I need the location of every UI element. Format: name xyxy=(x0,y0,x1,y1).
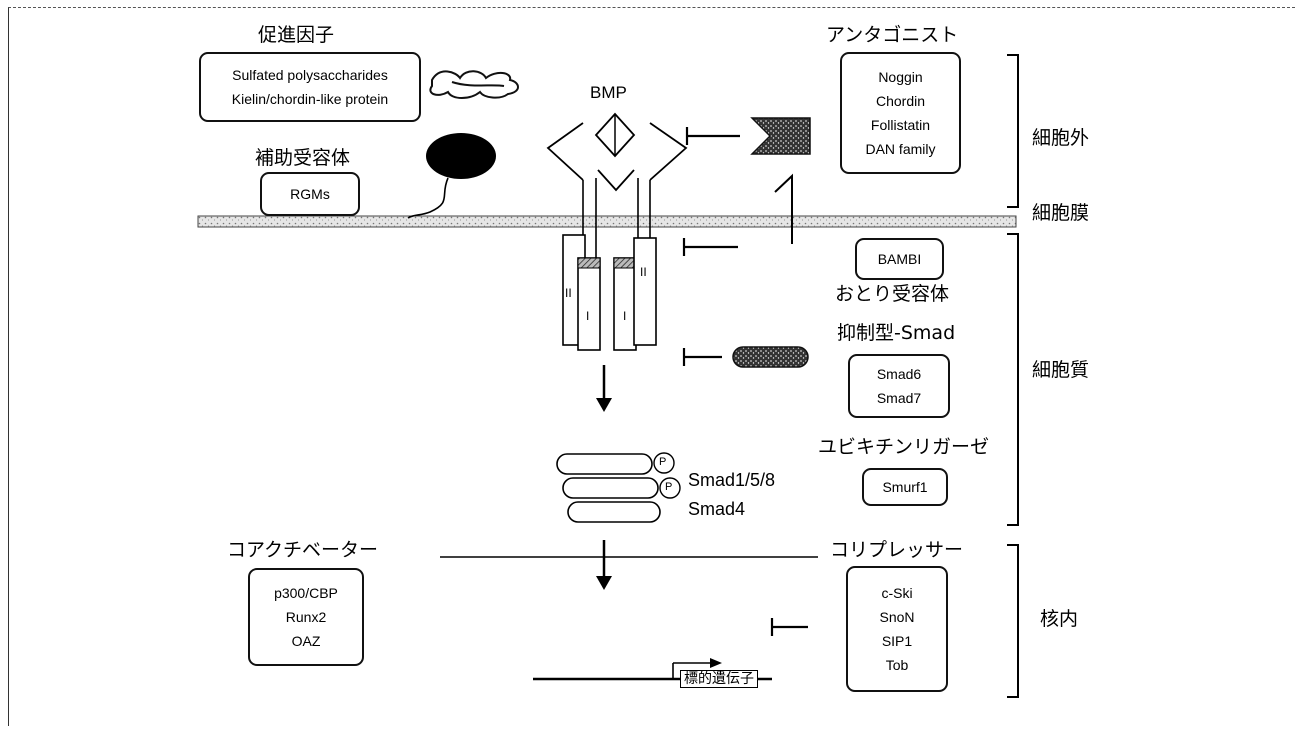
type2-receptor-label-left: II xyxy=(565,287,572,299)
ubiquitin-ligase-box: Smurf1 xyxy=(862,468,948,506)
corepressor-item-3: SIP1 xyxy=(882,629,912,653)
bracket-extracellular xyxy=(1007,55,1018,207)
inhibit-antagonist xyxy=(687,127,740,145)
rgm-coreceptor-icon xyxy=(426,133,496,179)
promoter-item-1: Sulfated polysaccharides xyxy=(232,63,388,87)
receptor-kinase-domains xyxy=(563,235,656,350)
antagonist-item-2: Chordin xyxy=(876,89,925,113)
coreceptor-title: 補助受容体 xyxy=(255,149,350,168)
coactivator-item-2: Runx2 xyxy=(286,605,326,629)
antagonist-item-4: DAN family xyxy=(865,137,935,161)
corepressors-box: c-Ski SnoN SIP1 Tob xyxy=(846,566,948,692)
promoter-item-2: Kielin/chordin-like protein xyxy=(232,87,388,111)
inhibitory-smad-item-2: Smad7 xyxy=(877,386,921,410)
inhibitory-smad-box: Smad6 Smad7 xyxy=(848,354,950,418)
antagonist-item-3: Follistatin xyxy=(871,113,930,137)
arrow-receptor-to-smad xyxy=(596,365,612,412)
arrow-smad-to-nucleus xyxy=(596,540,612,590)
compartment-cytoplasm: 細胞質 xyxy=(1032,355,1089,382)
bmp-ligand-icon xyxy=(596,114,634,156)
cell-membrane xyxy=(198,216,1016,227)
coactivator-item-1: p300/CBP xyxy=(274,581,338,605)
phosphate-label-1: P xyxy=(659,457,666,468)
decoy-item: BAMBI xyxy=(878,247,922,271)
antagonists-title: アンタゴニスト xyxy=(826,26,958,45)
coactivators-title: コアクチベーター xyxy=(227,541,378,560)
antagonist-item-1: Noggin xyxy=(878,65,922,89)
corepressor-item-2: SnoN xyxy=(879,605,914,629)
inhibitory-smad-title: 抑制型-Smad xyxy=(837,324,955,343)
ubiquitin-ligase-item: Smurf1 xyxy=(882,475,927,499)
decoy-box: BAMBI xyxy=(855,238,944,280)
coreceptor-tether xyxy=(408,178,448,218)
polysaccharide-icon xyxy=(430,71,518,98)
decoy-receptor-icon xyxy=(775,176,792,244)
inhibit-corepressor xyxy=(772,618,808,636)
inhibitory-smad-item-1: Smad6 xyxy=(877,362,921,386)
ubiquitin-ligase-title: ユビキチンリガーゼ xyxy=(818,438,989,457)
antagonists-box: Noggin Chordin Follistatin DAN family xyxy=(840,52,961,174)
coactivators-box: p300/CBP Runx2 OAZ xyxy=(248,568,364,666)
corepressor-item-4: Tob xyxy=(886,653,909,677)
inhibitory-smad-icon xyxy=(733,347,808,367)
r-smad-label: Smad1/5/8 xyxy=(688,471,775,489)
type2-receptor-label-right: II xyxy=(640,266,647,278)
compartment-extracellular: 細胞外 xyxy=(1032,123,1089,150)
type2-receptor-ecd-right xyxy=(650,123,686,180)
inhibit-smad67 xyxy=(684,348,722,366)
inhibit-decoy xyxy=(684,238,738,256)
type1-receptor-label-left: I xyxy=(586,310,589,322)
phosphate-label-2: P xyxy=(665,482,672,493)
target-gene-label: 標的遺伝子 xyxy=(680,670,758,688)
compartment-membrane: 細胞膜 xyxy=(1032,198,1089,225)
antagonist-icon xyxy=(752,118,810,154)
co-smad-label: Smad4 xyxy=(688,500,745,518)
decoy-title: おとり受容体 xyxy=(835,285,949,304)
bmp-label: BMP xyxy=(590,84,627,101)
type1-receptor-ecd xyxy=(598,170,634,190)
coreceptor-item: RGMs xyxy=(290,182,330,206)
coreceptor-box: RGMs xyxy=(260,172,360,216)
type2-receptor-ecd-left xyxy=(548,123,583,180)
bracket-cytoplasm xyxy=(1007,234,1018,525)
promoters-box: Sulfated polysaccharides Kielin/chordin-… xyxy=(199,52,421,122)
bracket-nucleus xyxy=(1007,545,1018,697)
type1-receptor-label-right: I xyxy=(623,310,626,322)
promoters-title: 促進因子 xyxy=(258,26,334,45)
coactivator-item-3: OAZ xyxy=(292,629,321,653)
corepressor-item-1: c-Ski xyxy=(881,581,912,605)
corepressors-title: コリプレッサー xyxy=(830,541,963,560)
compartment-nucleus: 核内 xyxy=(1040,604,1078,631)
